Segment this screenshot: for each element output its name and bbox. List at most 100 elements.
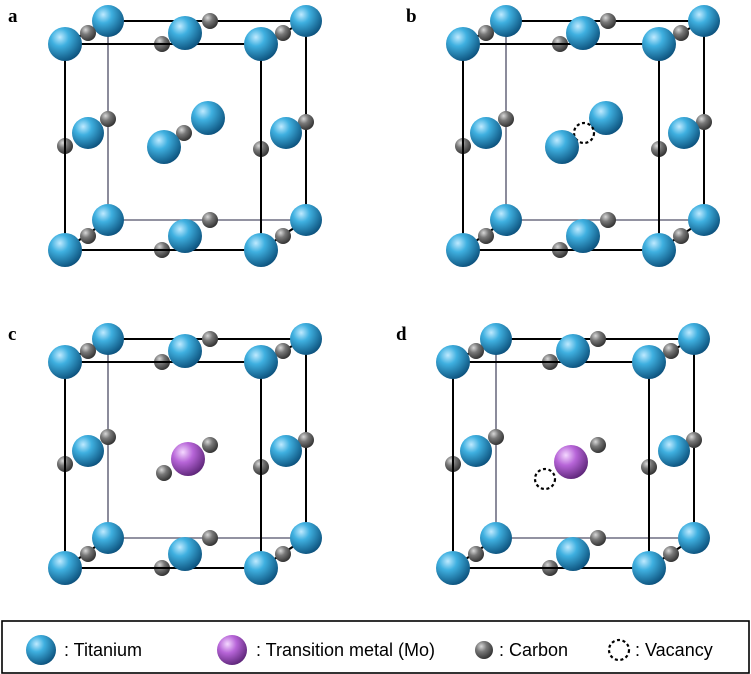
- vacancy-site: [572, 121, 596, 145]
- titanium-atom: [490, 204, 522, 236]
- titanium-atom: [92, 5, 124, 37]
- titanium-atom: [688, 204, 720, 236]
- carbon-atom: [600, 212, 616, 228]
- carbon-atom: [673, 25, 689, 41]
- titanium-atom: [290, 204, 322, 236]
- titanium-atom: [470, 117, 502, 149]
- titanium-atom: [545, 130, 579, 164]
- titanium-atom: [168, 16, 202, 50]
- carbon-atom: [478, 228, 494, 244]
- panel-d: d: [396, 323, 710, 585]
- vacancy-site: [533, 467, 557, 491]
- legend-vacancy-label: : Vacancy: [635, 640, 713, 660]
- titanium-atom: [658, 435, 690, 467]
- titanium-atom: [632, 345, 666, 379]
- titanium-atom: [147, 130, 181, 164]
- titanium-atom: [480, 323, 512, 355]
- titanium-atom: [436, 551, 470, 585]
- carbon-atom: [80, 546, 96, 562]
- panel-label: b: [406, 6, 417, 27]
- transition-metal-atom: [171, 442, 205, 476]
- titanium-atom: [490, 5, 522, 37]
- titanium-atom: [92, 323, 124, 355]
- carbon-atom: [202, 437, 218, 453]
- carbon-atom: [100, 111, 116, 127]
- titanium-atom: [556, 334, 590, 368]
- titanium-atom: [290, 323, 322, 355]
- carbon-atom: [590, 331, 606, 347]
- titanium-atom: [642, 233, 676, 267]
- vacancy-legend-icon: [607, 638, 631, 662]
- titanium-atom: [270, 435, 302, 467]
- titanium-atom: [589, 101, 623, 135]
- titanium-atom: [168, 334, 202, 368]
- panel-b: b: [406, 5, 720, 267]
- titanium-atom: [72, 435, 104, 467]
- titanium-atom: [678, 522, 710, 554]
- carbon-atom: [478, 25, 494, 41]
- transition-metal-legend-icon: [217, 635, 247, 665]
- carbon-atom: [590, 530, 606, 546]
- legend-transition-metal-label: : Transition metal (Mo): [256, 640, 435, 660]
- carbon-atom: [686, 432, 702, 448]
- carbon-atom: [468, 546, 484, 562]
- transition-metal-atom: [554, 445, 588, 479]
- carbon-atom: [498, 111, 514, 127]
- titanium-atom: [688, 5, 720, 37]
- carbon-atom: [202, 331, 218, 347]
- titanium-atom: [566, 219, 600, 253]
- titanium-atom: [446, 27, 480, 61]
- titanium-atom: [244, 27, 278, 61]
- carbon-atom: [298, 114, 314, 130]
- carbon-atom: [80, 228, 96, 244]
- titanium-atom: [244, 233, 278, 267]
- carbon-atom: [298, 432, 314, 448]
- carbon-atom: [202, 212, 218, 228]
- panel-c: c: [8, 323, 322, 585]
- carbon-atom: [202, 13, 218, 29]
- titanium-atom: [48, 233, 82, 267]
- titanium-atom: [168, 219, 202, 253]
- legend-titanium-label: : Titanium: [64, 640, 142, 660]
- carbon-atom: [275, 546, 291, 562]
- carbon-atom: [100, 429, 116, 445]
- titanium-atom: [168, 537, 202, 571]
- titanium-atom: [92, 204, 124, 236]
- carbon-atom: [275, 25, 291, 41]
- legend-carbon-label: : Carbon: [499, 640, 568, 660]
- titanium-atom: [244, 345, 278, 379]
- titanium-atom: [556, 537, 590, 571]
- titanium-atom: [290, 5, 322, 37]
- titanium-atom: [191, 101, 225, 135]
- titanium-atom: [92, 522, 124, 554]
- carbon-atom: [663, 546, 679, 562]
- titanium-legend-icon: [26, 635, 56, 665]
- carbon-atom: [468, 343, 484, 359]
- carbon-atom: [202, 530, 218, 546]
- carbon-atom: [176, 125, 192, 141]
- titanium-atom: [436, 345, 470, 379]
- titanium-atom: [48, 551, 82, 585]
- titanium-atom: [48, 27, 82, 61]
- titanium-atom: [678, 323, 710, 355]
- carbon-atom: [80, 343, 96, 359]
- titanium-atom: [632, 551, 666, 585]
- carbon-atom: [80, 25, 96, 41]
- titanium-atom: [460, 435, 492, 467]
- titanium-atom: [668, 117, 700, 149]
- carbon-atom: [156, 465, 172, 481]
- titanium-atom: [270, 117, 302, 149]
- carbon-atom: [663, 343, 679, 359]
- carbon-atom: [590, 437, 606, 453]
- carbon-atom: [696, 114, 712, 130]
- legend-box: [1, 620, 750, 674]
- panel-a: a: [8, 5, 322, 267]
- carbon-atom: [488, 429, 504, 445]
- titanium-atom: [446, 233, 480, 267]
- panel-label: a: [8, 6, 18, 27]
- carbon-atom: [275, 343, 291, 359]
- titanium-atom: [244, 551, 278, 585]
- titanium-atom: [566, 16, 600, 50]
- carbon-atom: [275, 228, 291, 244]
